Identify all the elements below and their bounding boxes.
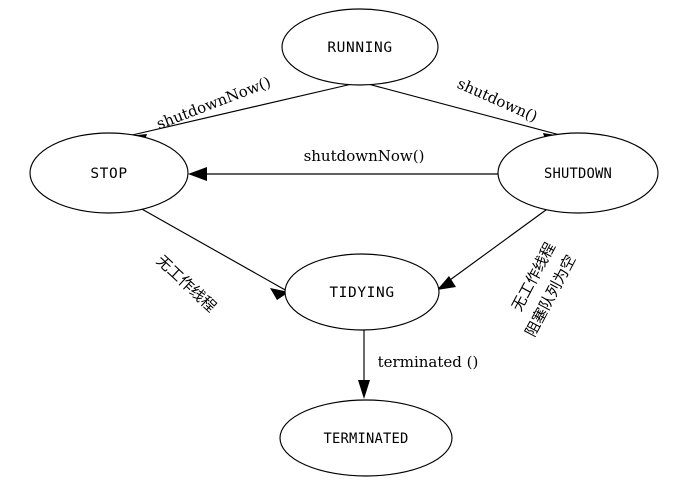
edge-running-to-stop: shutdownNow() <box>127 73 353 146</box>
node-tidying-shape[interactable] <box>284 253 440 331</box>
edge-stop-to-tidying: 无工作线程 <box>139 207 289 316</box>
node-tidying-label: TIDYING <box>329 285 394 301</box>
edge-running-to-shutdown: shutdown() <box>367 74 562 145</box>
node-stop-shape[interactable] <box>29 132 189 214</box>
node-shutdown[interactable]: SHUTDOWN <box>497 132 659 214</box>
edge-tidying-to-terminated-label: terminated () <box>378 353 479 371</box>
edge-stop-to-tidying-label: 无工作线程 <box>153 251 220 315</box>
node-terminated-shape[interactable] <box>279 399 453 477</box>
node-running-shape[interactable] <box>281 8 439 86</box>
edge-tidying-to-terminated-arrowhead <box>358 380 370 399</box>
edge-shutdown-to-stop: shutdownNow() <box>188 147 498 181</box>
node-running[interactable]: RUNNING <box>281 8 439 86</box>
node-running-label: RUNNING <box>327 40 392 56</box>
edge-shutdown-to-tidying-arrowhead <box>437 276 456 290</box>
node-stop-label: STOP <box>90 166 127 182</box>
edge-shutdown-to-tidying: 无工作线程 阻塞队列为空 <box>437 206 580 340</box>
node-stop[interactable]: STOP <box>29 132 189 214</box>
edge-tidying-to-terminated: terminated () <box>358 330 478 399</box>
node-tidying[interactable]: TIDYING <box>284 253 440 331</box>
node-shutdown-shape[interactable] <box>497 132 659 214</box>
edge-stop-to-tidying-line <box>139 207 288 292</box>
edge-shutdown-to-stop-label: shutdownNow() <box>304 147 425 165</box>
edge-stop-to-tidying-arrowhead <box>270 288 289 300</box>
edge-shutdown-to-tidying-line <box>438 206 551 289</box>
node-terminated-label: TERMINATED <box>323 431 408 447</box>
edge-shutdown-to-stop-arrowhead <box>188 167 207 181</box>
edge-running-to-shutdown-line <box>367 83 561 136</box>
node-shutdown-label: SHUTDOWN <box>544 166 612 182</box>
node-terminated[interactable]: TERMINATED <box>279 399 453 477</box>
edge-running-to-stop-label: shutdownNow() <box>154 73 273 133</box>
edge-running-to-stop-line <box>127 83 353 137</box>
